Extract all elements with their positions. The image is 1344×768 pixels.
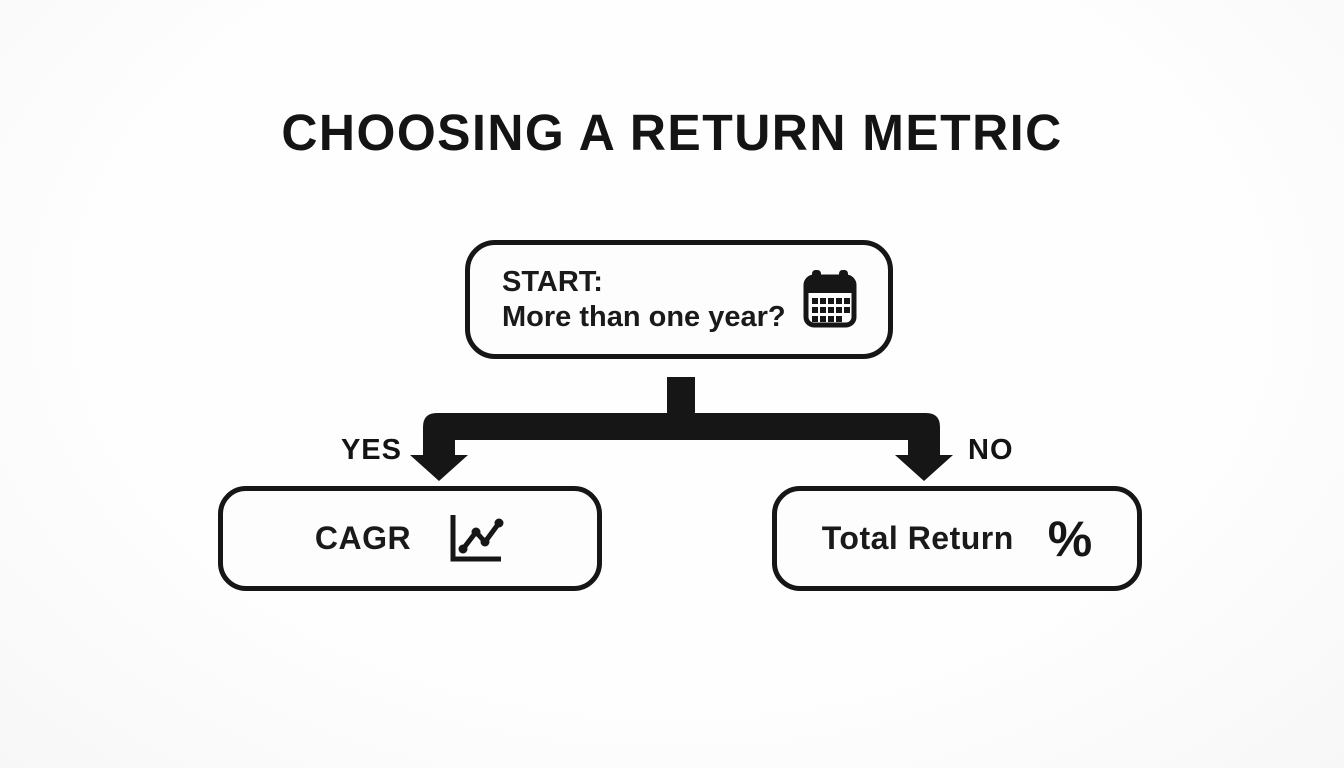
start-node-line1: START:: [502, 265, 603, 298]
cagr-node: CAGR: [218, 486, 602, 591]
start-node-line2: More than one year?: [502, 300, 786, 333]
page-title: CHOOSING A RETURN METRIC: [281, 104, 1063, 161]
start-node: START: More than one year?: [465, 240, 893, 359]
percent-icon: %: [1047, 510, 1093, 567]
start-node-text: START: More than one year?: [502, 265, 786, 335]
line-chart-icon: [445, 511, 505, 567]
branch-label-yes: YES: [340, 434, 402, 466]
branch-label-no: NO: [968, 434, 1014, 466]
total-return-node: Total Return %: [772, 486, 1142, 591]
calendar-icon: [802, 269, 858, 330]
branch-connector-arrows: [410, 377, 953, 481]
cagr-node-label: CAGR: [314, 520, 412, 556]
total-return-node-label: Total Return: [821, 520, 1014, 556]
